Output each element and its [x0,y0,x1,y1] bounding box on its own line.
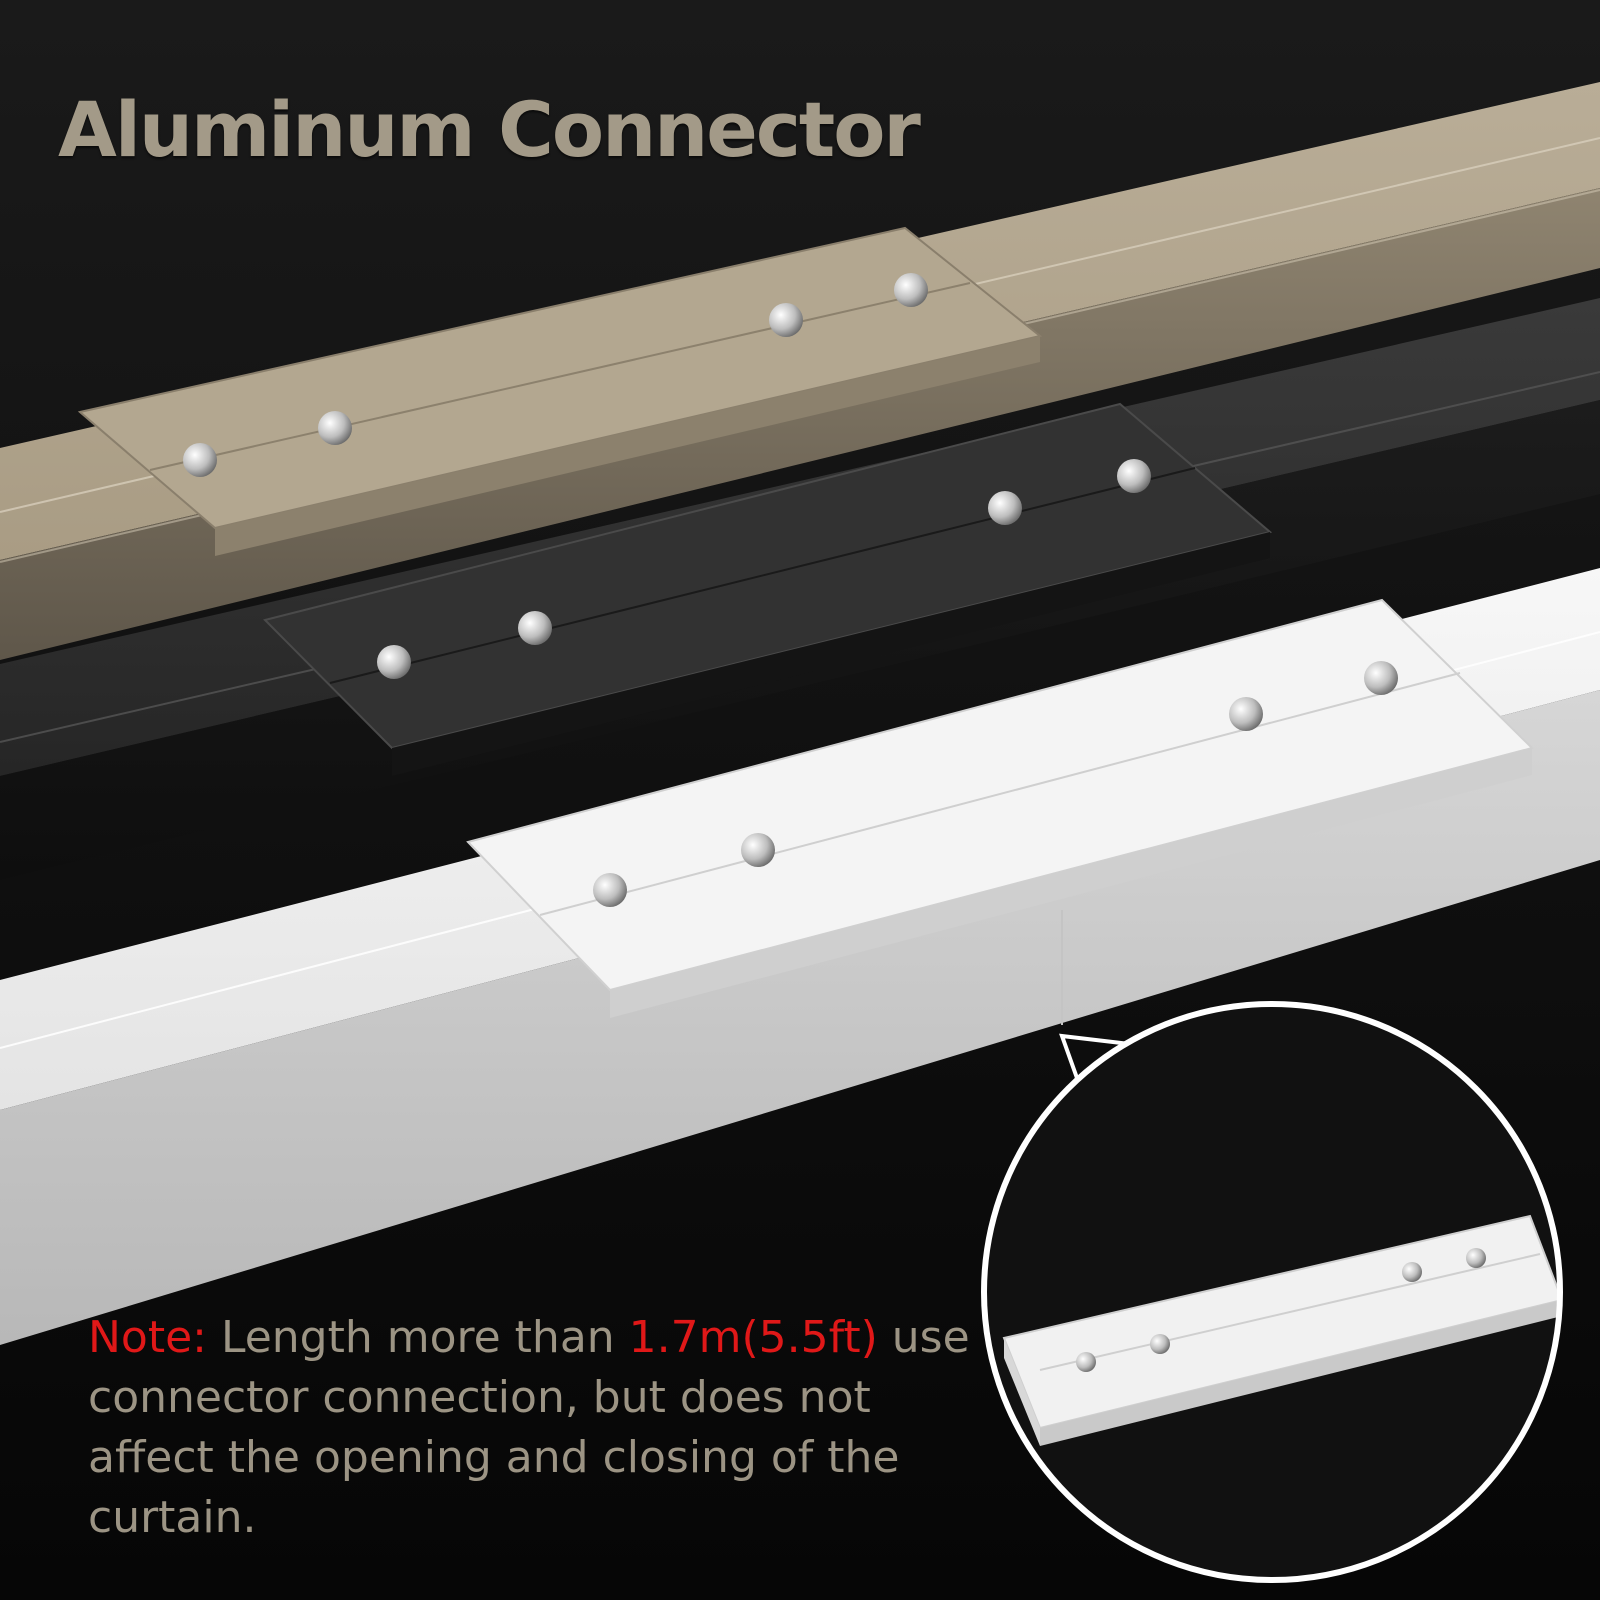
headline: Aluminum Connector [58,85,921,174]
connector-detail-inset [981,1001,1563,1583]
note-length-spec: 1.7m(5.5ft) [628,1312,878,1363]
white-track [0,568,1600,1345]
note-text: Note: Length more than 1.7m(5.5ft) use c… [88,1308,988,1548]
note-label: Note: [88,1312,207,1363]
screw-icon [183,273,1398,907]
note-text-before: Length more than [206,1312,629,1363]
note-text-after: use connector connection, but does not a… [88,1312,970,1543]
